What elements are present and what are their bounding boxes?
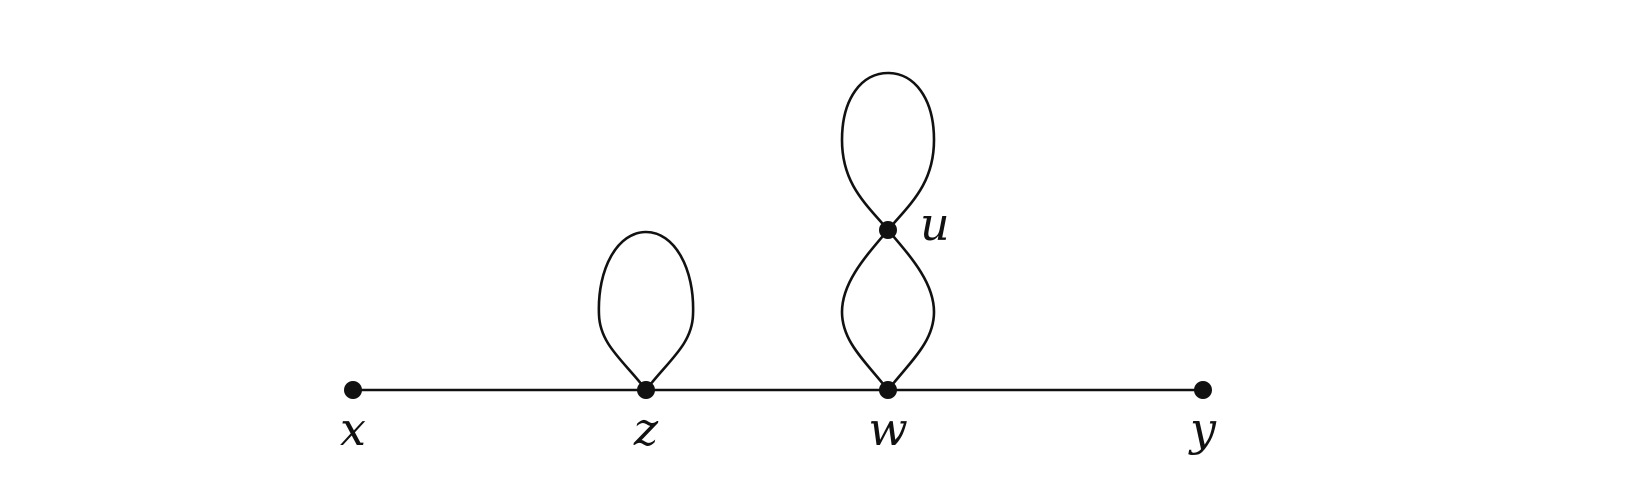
edge-w-u-right: [886, 228, 936, 392]
vertex-y: [1194, 381, 1212, 399]
label-w: w: [868, 402, 907, 456]
label-y: y: [1188, 402, 1217, 456]
edges: [351, 71, 1205, 392]
vertices: [344, 221, 1212, 399]
vertex-u: [879, 221, 897, 239]
vertex-z: [637, 381, 655, 399]
loop-u: [840, 71, 936, 232]
vertex-w: [879, 381, 897, 399]
loop-z: [597, 230, 695, 392]
label-x: x: [340, 402, 366, 456]
label-z: z: [633, 402, 659, 456]
vertex-x: [344, 381, 362, 399]
label-u: u: [920, 197, 950, 251]
vertex-labels: x z w u y: [340, 197, 1217, 456]
edge-w-u-left: [840, 228, 890, 392]
